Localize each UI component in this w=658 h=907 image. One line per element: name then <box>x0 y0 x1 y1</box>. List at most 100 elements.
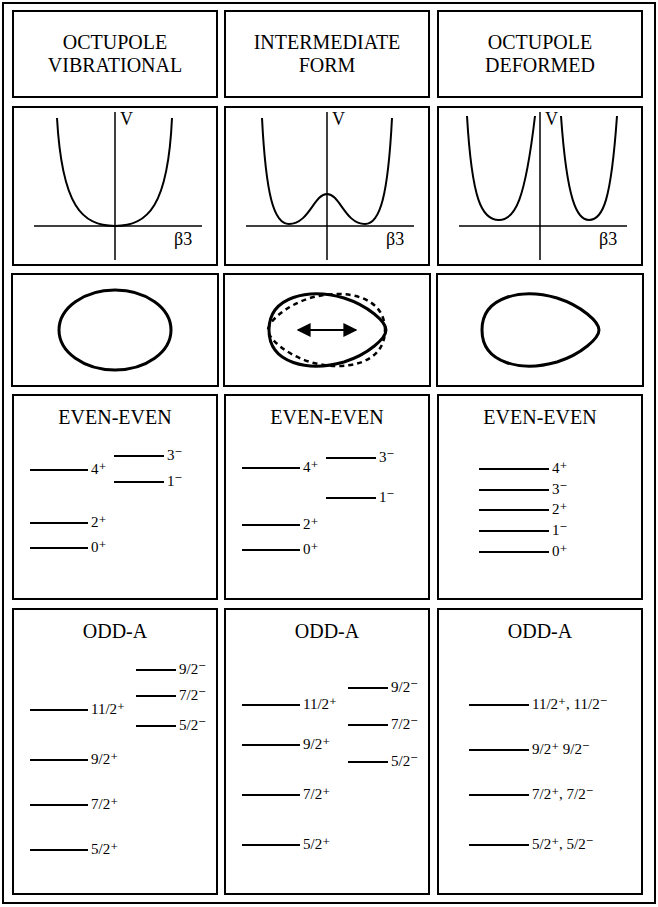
scheme-title: EVEN-EVEN <box>483 406 596 429</box>
level-label: 9/2⁺ <box>91 752 118 767</box>
energy-level <box>136 695 176 697</box>
energy-level <box>242 549 300 551</box>
level-label: 4⁺ <box>552 461 567 476</box>
energy-level <box>242 744 300 746</box>
scheme-title: EVEN-EVEN <box>270 406 383 429</box>
level-label: 11/2⁺ <box>91 702 125 717</box>
level-label: 1⁻ <box>379 490 394 505</box>
energy-level <box>242 524 300 526</box>
energy-level <box>242 704 300 706</box>
energy-level <box>348 687 388 689</box>
energy-level <box>114 455 164 457</box>
panel-title: OCTUPOLE VIBRATIONAL <box>20 31 210 77</box>
scheme-title: ODD-A <box>508 620 572 643</box>
potential-box: Vβ3 <box>12 106 218 266</box>
axis-label: V <box>332 110 345 128</box>
scheme-title: ODD-A <box>83 620 147 643</box>
energy-level <box>30 522 88 524</box>
energy-level <box>136 669 176 671</box>
level-scheme-box: ODD-A 11/2⁺, 11/2⁻ 9/2⁺ 9/2⁻ 7/2⁺, 7/2⁻ 5/2⁺… <box>437 608 643 895</box>
panel-title: INTERMEDIATE FORM <box>232 31 422 77</box>
energy-level <box>30 759 88 761</box>
scheme-title: ODD-A <box>295 620 359 643</box>
energy-level <box>348 761 388 763</box>
energy-level <box>242 467 300 469</box>
level-label: 9/2⁺ <box>303 737 330 752</box>
energy-level <box>242 794 300 796</box>
level-label: 9/2⁻ <box>179 662 206 677</box>
energy-level <box>242 844 300 846</box>
level-label: 5/2⁺ <box>91 842 118 857</box>
axis-label: V <box>545 110 558 128</box>
level-label: 2⁺ <box>552 502 567 517</box>
level-label: 9/2⁻ <box>391 680 418 695</box>
potential-box: Vβ3 <box>437 106 643 266</box>
level-label: 9/2⁺ 9/2⁻ <box>532 742 590 757</box>
title-box: OCTUPOLE VIBRATIONAL <box>12 10 218 98</box>
level-label: 2⁺ <box>303 517 318 532</box>
level-label: 3⁻ <box>167 448 182 463</box>
title-box: OCTUPOLE DEFORMED <box>437 10 643 98</box>
potential-box: Vβ3 <box>224 106 430 266</box>
level-label: 7/2⁺, 7/2⁻ <box>532 787 594 802</box>
potential-plot <box>34 112 202 260</box>
energy-level <box>326 497 376 499</box>
energy-level <box>30 469 88 471</box>
scheme-title: EVEN-EVEN <box>58 406 171 429</box>
level-scheme-box: EVEN-EVEN 3⁻ 4⁺ 1⁻ 2⁺ 0⁺ <box>12 394 218 600</box>
potential-plot <box>459 112 627 260</box>
shape-panels <box>12 274 643 386</box>
potential-plot <box>246 112 414 260</box>
axis-label: β3 <box>599 230 617 248</box>
spherical-shape <box>59 290 171 370</box>
level-label: 3⁻ <box>379 450 394 465</box>
level-label: 4⁺ <box>91 462 106 477</box>
outer-frame <box>3 3 655 903</box>
level-label: 0⁺ <box>303 542 318 557</box>
level-label: 1⁻ <box>167 474 182 489</box>
level-label: 7/2⁺ <box>91 797 118 812</box>
level-scheme-box: ODD-A 9/2⁻ 7/2⁻ 11/2⁺ 5/2⁻ 9/2⁺ 7/2⁺ 5/2⁺ <box>12 608 218 895</box>
energy-level <box>479 489 549 491</box>
axis-label: V <box>120 110 133 128</box>
energy-level <box>469 749 529 751</box>
energy-level <box>479 509 549 511</box>
level-label: 3⁻ <box>552 482 567 497</box>
energy-level <box>479 530 549 532</box>
level-label: 5/2⁻ <box>391 754 418 769</box>
level-label: 0⁺ <box>552 544 567 559</box>
energy-level <box>469 844 529 846</box>
energy-level <box>30 849 88 851</box>
oscillating-pear-shape <box>268 294 386 366</box>
energy-level <box>114 481 164 483</box>
axis-label: β3 <box>174 230 192 248</box>
energy-level <box>479 468 549 470</box>
energy-level <box>30 709 88 711</box>
level-label: 0⁺ <box>91 540 106 555</box>
energy-level <box>469 794 529 796</box>
energy-level <box>479 551 549 553</box>
level-label: 7/2⁻ <box>391 717 418 732</box>
level-scheme-box: ODD-A9/2⁻11/2⁺7/2⁻9/2⁺5/2⁻7/2⁺5/2⁺ <box>224 608 430 895</box>
axis-label: β3 <box>386 230 404 248</box>
energy-level <box>326 457 376 459</box>
energy-level <box>348 724 388 726</box>
level-label: 1⁻ <box>552 523 567 538</box>
level-label: 5/2⁺, 5/2⁻ <box>532 837 594 852</box>
energy-level <box>136 725 176 727</box>
level-scheme-box: EVEN-EVEN 4⁺ 3⁻ 2⁺ 1⁻ 0⁺ <box>437 394 643 600</box>
energy-level <box>469 704 529 706</box>
energy-level <box>30 547 88 549</box>
level-label: 5/2⁻ <box>179 718 206 733</box>
level-label: 2⁺ <box>91 515 106 530</box>
level-scheme-box: EVEN-EVEN 3⁻ 4⁺ 1⁻ 2⁺ 0⁺ <box>224 394 430 600</box>
level-label: 11/2⁺ <box>303 697 337 712</box>
level-label: 5/2⁺ <box>303 837 330 852</box>
level-label: 7/2⁻ <box>179 688 206 703</box>
level-label: 11/2⁺, 11/2⁻ <box>532 697 608 712</box>
panel-title: OCTUPOLE DEFORMED <box>445 31 635 77</box>
level-label: 4⁺ <box>303 460 318 475</box>
title-box: INTERMEDIATE FORM <box>224 10 430 98</box>
